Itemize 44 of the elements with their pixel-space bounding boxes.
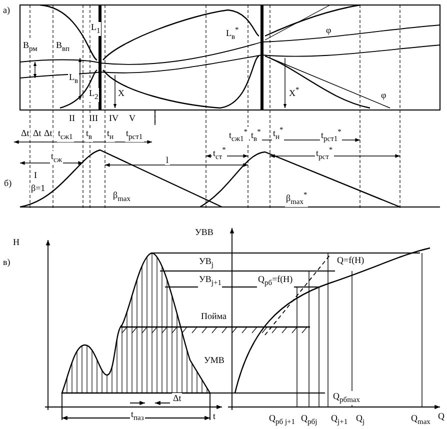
- curve-label: Q=f(H): [336, 255, 366, 265]
- dimension-label: Δt: [172, 393, 182, 403]
- dimension-label: B$_{вп}$: [55, 40, 71, 54]
- panel-letter: б): [3, 178, 13, 188]
- panel-letter: а): [2, 5, 11, 15]
- dimension-label: t$_{сж1}$: [57, 128, 74, 142]
- dimension-label: L$_{2}$: [88, 88, 100, 102]
- dimension-label: t$_{рст1}$: [125, 128, 144, 142]
- panel-letter: в): [2, 257, 12, 267]
- dimension-label: t$_{паз}$: [130, 409, 145, 423]
- axis-label: t: [212, 411, 217, 421]
- dimension-label: t$_{в}$: [85, 128, 94, 142]
- dimension-label: Δt: [20, 128, 30, 138]
- axis-label: Q: [437, 411, 446, 421]
- curve-label: Q$_{рб}$=f(H): [257, 274, 294, 288]
- dimension-label: Δt: [43, 128, 54, 138]
- zone-number: II: [68, 113, 76, 123]
- dimension-label: X: [117, 88, 126, 98]
- formula-label: β=1: [30, 183, 46, 193]
- zone-number: IV: [108, 113, 120, 123]
- axis-label: H: [12, 237, 20, 247]
- level-label: УВ$_{j+1}$: [198, 274, 222, 288]
- zone-number: V: [128, 113, 136, 123]
- level-label: УМВ: [203, 355, 226, 365]
- level-label: УВВ: [194, 227, 214, 237]
- dimension-label: t$_{сж}$: [50, 151, 64, 165]
- axis-label: Q$_{j+1}$: [330, 413, 349, 427]
- axis-label: Q$_{рб j+1}$: [268, 413, 296, 427]
- axis-label: Q$_{рбj}$: [300, 413, 318, 427]
- zone-number: I: [33, 170, 38, 180]
- dimension-label: l: [165, 155, 170, 165]
- axis-label: Q$_{j}$: [355, 413, 366, 427]
- dimension-label: t$_{н}$: [106, 128, 115, 142]
- dimension-label: B$_{рм}$: [22, 40, 38, 54]
- value-label: Q$_{рбmax}$: [332, 391, 361, 405]
- level-label: Пойма: [200, 311, 228, 321]
- zone-number: III: [88, 113, 99, 123]
- dimension-label: L$_{1}$: [90, 22, 102, 36]
- axis-label: Q$_{max}$: [410, 413, 432, 427]
- level-label: УВ$_{j}$: [198, 256, 214, 270]
- dimension-label: L$_{в}$: [68, 72, 80, 86]
- dimension-label: Δt: [32, 128, 42, 138]
- dimension-label: X$^{*}$: [288, 85, 300, 98]
- value-label: β$_{max}$: [112, 190, 132, 204]
